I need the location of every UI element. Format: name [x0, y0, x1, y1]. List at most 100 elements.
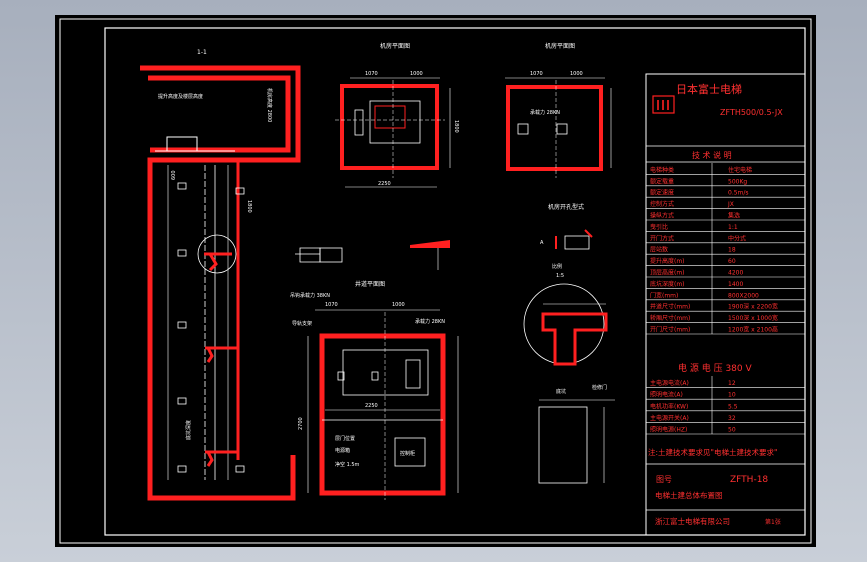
company-name: 日本富士电梯	[676, 82, 742, 96]
dim-600-label: 600	[171, 170, 177, 180]
detail-circle-a	[197, 234, 237, 274]
hw-car	[342, 349, 429, 396]
hoistway-plan-title: 井道平面图	[355, 280, 385, 288]
drawing-title: 电梯土建总体布置图	[655, 490, 723, 500]
power-header: 电 源 电 压 380 V	[678, 362, 752, 374]
tr-dim-1000: 1000	[570, 71, 583, 77]
plan-counterweight	[354, 109, 364, 136]
spec-key: 底坑深度(m)	[650, 280, 685, 288]
title-block[interactable]: 日本富士电梯 ZFTH500/0.5-JX 技 术 说 明 电梯种类住宅电梯额定…	[645, 73, 806, 536]
spec-key: 控制方式	[650, 200, 674, 208]
hw-rail-3	[405, 359, 421, 389]
spec-key: 门宽(mm)	[650, 291, 678, 299]
elevation-note: 提升高度及楼层高度	[158, 93, 203, 100]
spec-key: 曳引比	[650, 223, 668, 231]
spec-value: 500Kg	[728, 178, 747, 185]
construction-note: 注:土建技术要求见"电梯土建技术要求"	[648, 447, 777, 457]
landing-sill-2	[205, 450, 238, 467]
hoistway-plan[interactable]: 井道平面图 1070 1000 吊钩承载力 38KN 承载力 28KN 导轨支架…	[290, 280, 459, 500]
company-logo-mark	[657, 100, 669, 110]
spec-key: 轿厢尺寸(mm)	[650, 314, 690, 322]
spec-value: 集选	[728, 212, 740, 220]
section-view[interactable]: 1-1 提升高度及楼层高度 机房高度 2800 600 1800 底坑深度	[140, 49, 301, 501]
hw-dim-2250: 2250	[365, 403, 378, 409]
hole-detail-3	[564, 235, 590, 250]
spec-key: 层站数	[650, 246, 668, 254]
pit-title: 底坑	[556, 388, 566, 395]
plan-wall-outer	[340, 84, 439, 170]
machine-room-plan-title: 机房平面图	[380, 42, 410, 50]
hole-detail-1b	[319, 247, 343, 263]
spec-header: 技 术 说 明	[692, 150, 732, 160]
maker-name: 浙江富士电梯有限公司	[655, 516, 730, 526]
spec-value: 1:1	[728, 224, 738, 231]
spec-key: 开门尺寸(mm)	[650, 326, 690, 334]
power-value: 12	[728, 380, 736, 387]
machine-room-height: 机房高度 2800	[266, 88, 273, 122]
dim-1800-label: 1800	[246, 200, 252, 213]
power-value: 32	[728, 415, 736, 422]
detail-sill-a	[204, 252, 232, 272]
spec-value: JX	[727, 201, 734, 208]
company-logo	[652, 95, 675, 114]
power-key: 照明电源(HZ)	[650, 426, 687, 434]
hole-style-title: 机房开孔型式	[548, 203, 584, 211]
machine-room-plan[interactable]: 机房平面图 1070 1000 2250 1800	[335, 42, 459, 188]
spec-value: 0.5m/s	[728, 190, 749, 197]
drawing-no-label: 图号	[656, 475, 672, 484]
outer-frame	[59, 18, 812, 544]
power-value: 50	[728, 427, 736, 434]
hole-details[interactable]: 机房开孔型式 A 比例 1:5	[295, 203, 593, 279]
hw-wall	[319, 333, 446, 496]
hw-pit-note1: 净空 1.5m	[335, 461, 360, 468]
detail-a-label: A	[540, 240, 544, 246]
spec-key: 额定载重	[650, 177, 674, 185]
tr-hole-2	[556, 123, 568, 135]
hw-power-label: 电源箱	[335, 447, 350, 454]
detail-scale-label: 1:5	[556, 273, 564, 279]
hw-rail-1	[337, 371, 345, 381]
hw-dim-1070: 1070	[325, 302, 338, 308]
detail-b-hatch	[541, 312, 608, 366]
plan-dim-2250: 2250	[378, 181, 391, 187]
hw-beam-note: 导轨支架	[292, 320, 312, 327]
floor-markers	[177, 182, 245, 473]
pit-view[interactable]: 底坑 检修门	[538, 384, 615, 484]
power-key: 主电源开关(A)	[650, 414, 689, 422]
pit-box	[538, 406, 588, 484]
spec-value: 4200	[728, 270, 743, 277]
machine-room-wall	[140, 65, 301, 501]
plan-car-inner	[374, 105, 406, 129]
title-block-frame	[645, 73, 806, 536]
top-right-plan[interactable]: 机房平面图 1070 1000 承载力 28KN	[505, 42, 612, 178]
hw-load-note: 承载力 28KN	[415, 318, 445, 325]
spec-value: 60	[728, 258, 736, 265]
hw-control-label: 控制柜	[400, 450, 415, 457]
spec-value: 1200宽 x 2100高	[728, 326, 778, 334]
spec-key: 额定速度	[650, 189, 674, 197]
spec-value: 18	[728, 247, 736, 254]
pit-manhole: 检修门	[592, 384, 607, 391]
top-right-plan-title: 机房平面图	[545, 42, 575, 50]
spec-value: 1900深 x 2200宽	[728, 303, 778, 311]
plan-dim-1800-r: 1800	[453, 120, 459, 133]
spec-key: 操纵方式	[650, 212, 674, 220]
hole-detail-3-wall	[555, 229, 593, 249]
spec-key: 电梯种类	[650, 166, 674, 174]
spec-key: 顶层高度(m)	[650, 269, 685, 277]
pit-depth-label: 底坑深度	[185, 420, 192, 440]
tr-load-note: 承载力 28KN	[530, 109, 560, 116]
plan-dim-1000: 1000	[410, 71, 423, 77]
power-key: 电机功率(KW)	[650, 402, 688, 410]
detail-circle-b[interactable]	[523, 283, 608, 366]
spec-key: 井道尺寸(mm)	[650, 303, 690, 311]
tr-wall	[506, 85, 603, 171]
hw-dim-1000: 1000	[392, 302, 405, 308]
power-table: 主电源电流(A)12照明电流(A)10电机功率(KW)5.5主电源开关(A)32…	[646, 376, 805, 435]
spec-value: 1500深 x 1000宽	[728, 314, 778, 322]
hw-control-cabinet	[394, 437, 426, 467]
tr-dim-1070: 1070	[530, 71, 543, 77]
